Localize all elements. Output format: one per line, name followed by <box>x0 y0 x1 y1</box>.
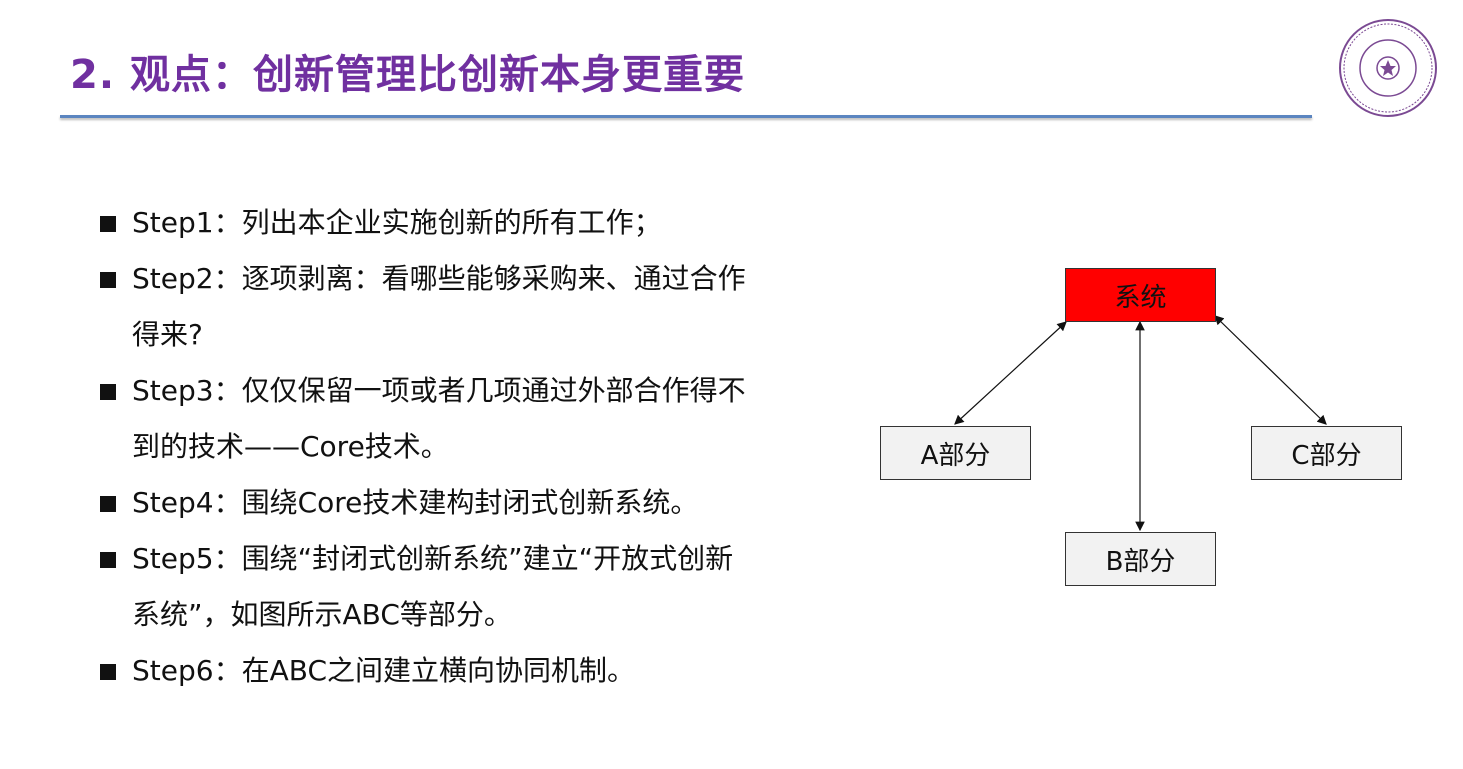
bullet-icon <box>100 216 116 232</box>
page-title: 2. 观点：创新管理比创新本身更重要 <box>70 52 745 98</box>
tsinghua-logo <box>1339 19 1437 117</box>
step-text: Step3：仅仅保留一项或者几项通过外部合作得不到的技术——Core技术。 <box>132 374 746 463</box>
bullet-icon <box>100 552 116 568</box>
list-item: Step4：围绕Core技术建构封闭式创新系统。 <box>100 475 760 531</box>
step-text: Step6：在ABC之间建立横向协同机制。 <box>132 654 635 687</box>
step-text: Step2：逐项剥离：看哪些能够采购来、通过合作得来? <box>132 262 746 351</box>
arrow-system-c <box>1214 315 1327 425</box>
bullet-icon <box>100 664 116 680</box>
list-item: Step3：仅仅保留一项或者几项通过外部合作得不到的技术——Core技术。 <box>100 363 760 475</box>
step-list: Step1：列出本企业实施创新的所有工作； Step2：逐项剥离：看哪些能够采购… <box>100 195 760 699</box>
bullet-icon <box>100 272 116 288</box>
part-a-box: A部分 <box>880 426 1031 480</box>
list-item: Step5：围绕“封闭式创新系统”建立“开放式创新系统”，如图所示ABC等部分。 <box>100 531 760 643</box>
list-item: Step2：逐项剥离：看哪些能够采购来、通过合作得来? <box>100 251 760 363</box>
part-c-box: C部分 <box>1251 426 1402 480</box>
step-text: Step4：围绕Core技术建构封闭式创新系统。 <box>132 486 699 519</box>
bullet-icon <box>100 496 116 512</box>
arrow-system-a <box>954 321 1067 425</box>
list-item: Step1：列出本企业实施创新的所有工作； <box>100 195 760 251</box>
bullet-icon <box>100 384 116 400</box>
system-box: 系统 <box>1065 268 1216 322</box>
title-divider <box>60 115 1312 118</box>
list-item: Step6：在ABC之间建立横向协同机制。 <box>100 643 760 699</box>
step-text: Step1：列出本企业实施创新的所有工作； <box>132 206 662 239</box>
part-b-box: B部分 <box>1065 532 1216 586</box>
step-text: Step5：围绕“封闭式创新系统”建立“开放式创新系统”，如图所示ABC等部分。 <box>132 542 734 631</box>
